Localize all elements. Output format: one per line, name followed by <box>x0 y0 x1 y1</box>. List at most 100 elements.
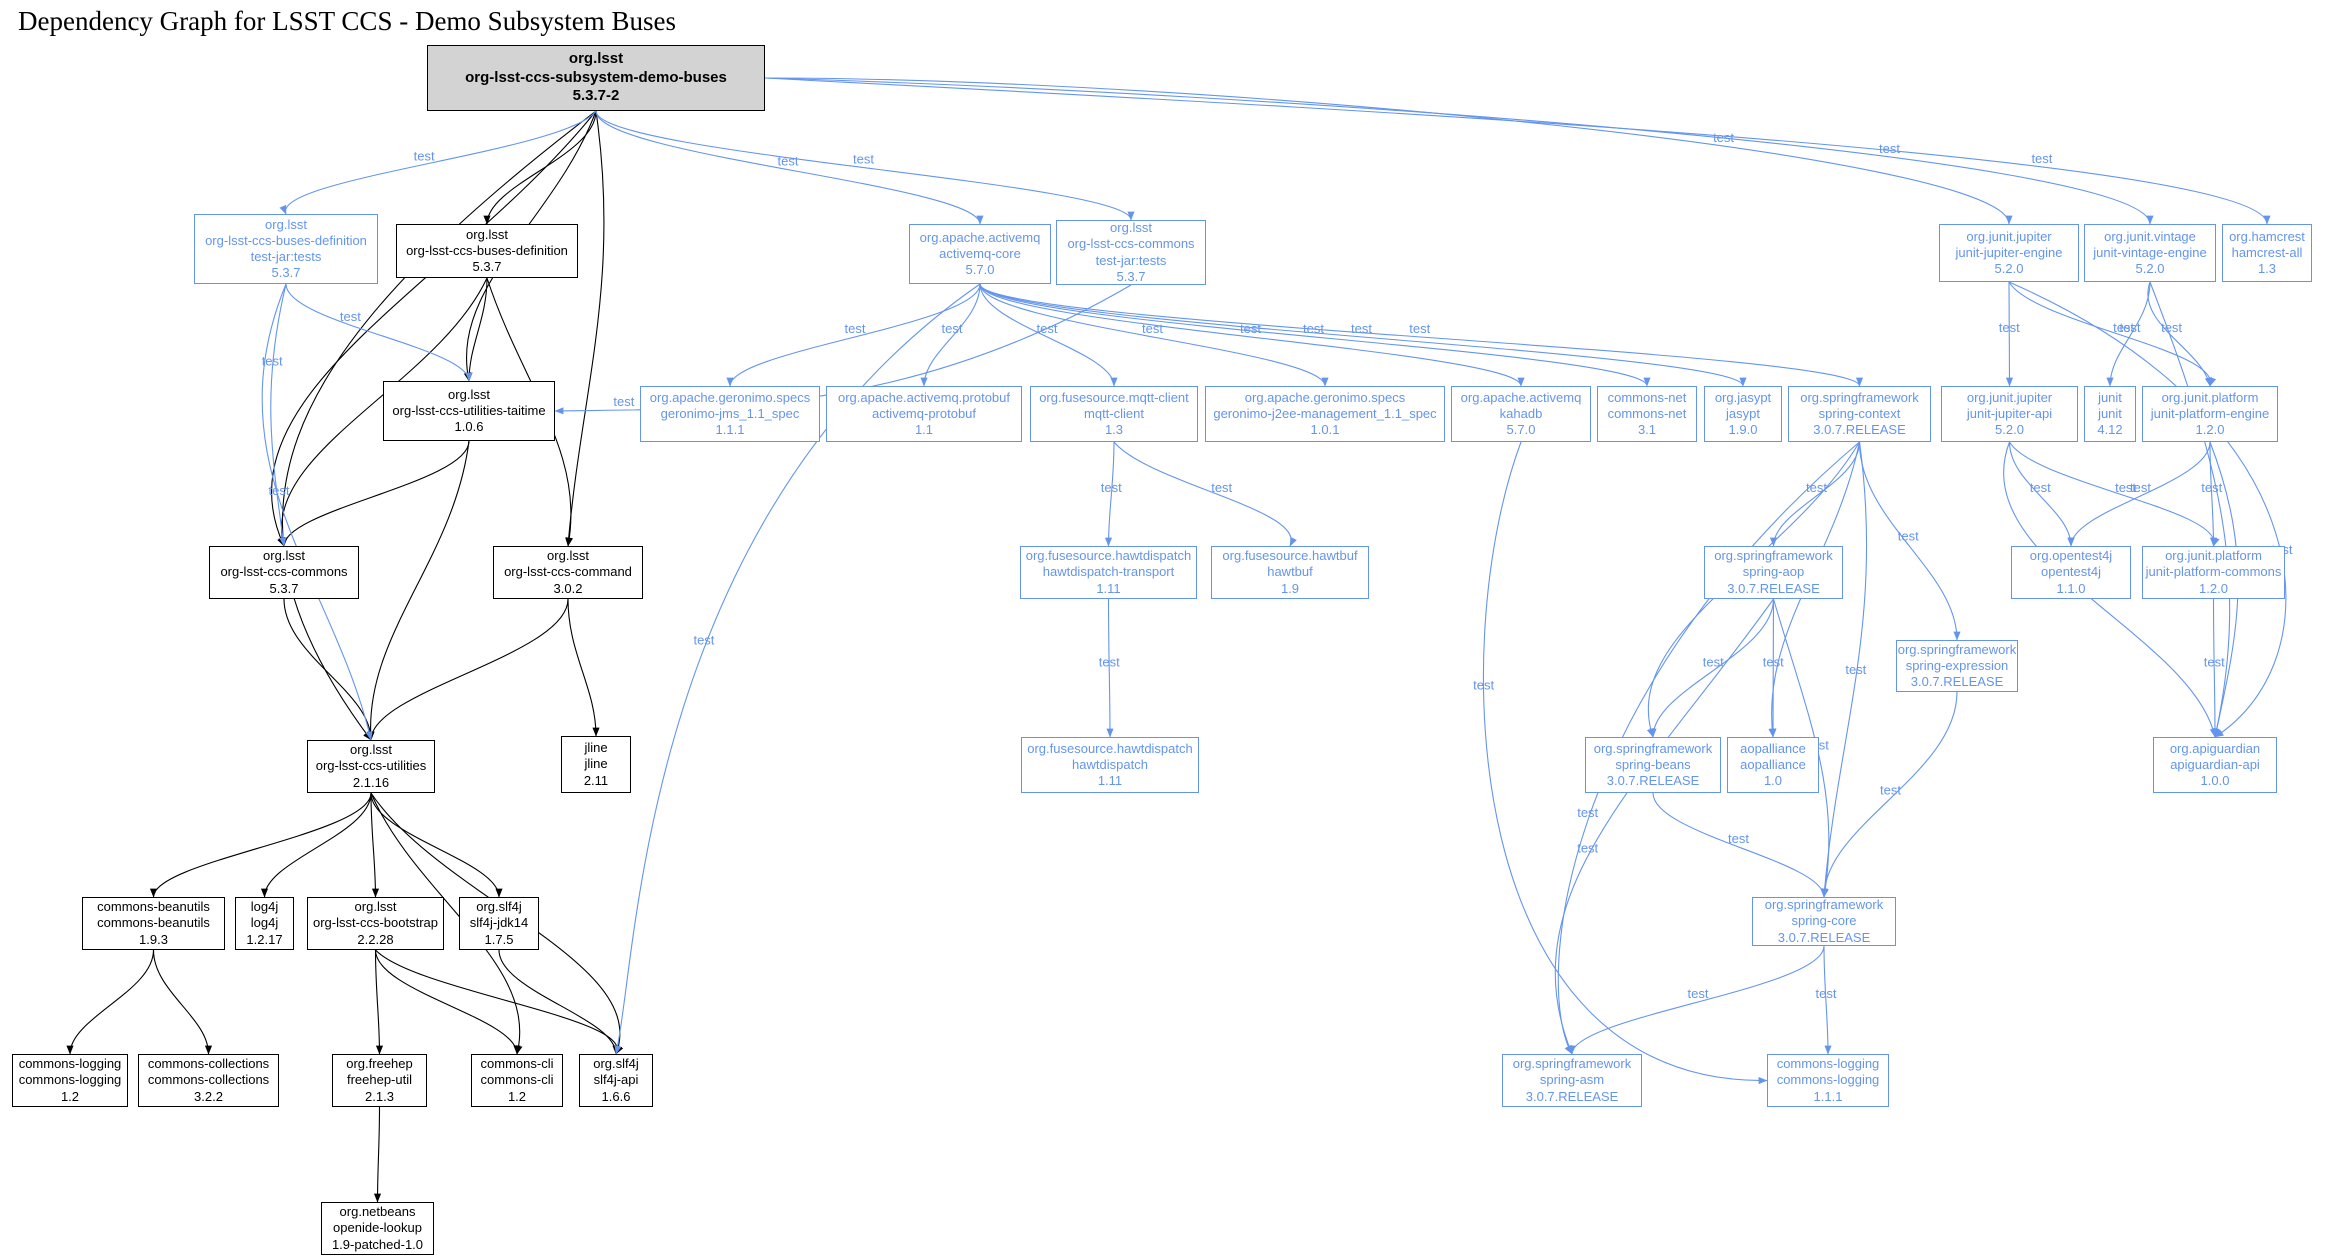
edge-activemq-core-to-spring-context <box>979 283 1863 387</box>
edge-activemq-core-to-commons-net <box>979 283 1651 387</box>
edge-vintage-engine-to-platform-engine <box>2147 281 2212 387</box>
edge-activemq-core-to-activemq-protobuf <box>920 283 981 387</box>
edge-spring-beans-to-spring-core <box>1652 792 1828 898</box>
edge-taitime-to-ccs-commons <box>280 440 470 547</box>
edge-label-test: test <box>1816 986 1837 1001</box>
edge-activemq-core-to-kahadb <box>979 283 1525 387</box>
edge-spring-core-to-commons-logging-111 <box>1823 945 1832 1055</box>
edge-label-test: test <box>1577 840 1598 855</box>
edge-buses-def-tests-to-ccs-utilities <box>261 283 373 741</box>
edge-root-to-activemq-core <box>595 110 984 225</box>
edge-ccs-bootstrap-to-slf4j-api <box>375 949 624 1055</box>
edge-ccs-command-to-jline <box>567 598 600 737</box>
edge-label-test: test <box>1879 141 1900 156</box>
edge-label-test: test <box>2204 655 2225 670</box>
edge-spring-core-to-spring-asm <box>1568 945 1825 1055</box>
edge-label-test: test <box>2113 320 2134 335</box>
edge-kahadb-to-commons-logging-111 <box>1482 441 1768 1085</box>
edge-label-test: test <box>1688 986 1709 1001</box>
edge-buses-def-tests-to-ccs-commons <box>270 283 287 547</box>
edge-label-test: test <box>845 321 866 336</box>
edge-jupiter-engine-to-apiguardian <box>2008 281 2287 738</box>
edge-label-test: test <box>2130 480 2151 495</box>
edge-jupiter-engine-to-platform-engine <box>2008 281 2217 387</box>
edge-label-test: test <box>613 394 634 409</box>
edge-root-to-buses-def <box>483 110 597 225</box>
edge-taitime-to-ccs-utilities <box>366 440 470 741</box>
edge-label-test: test <box>2161 320 2182 335</box>
edge-commons-beanutils-to-commons-logging-12 <box>66 949 155 1055</box>
edge-label-test: test <box>1577 805 1598 820</box>
edge-platform-commons-to-apiguardian <box>2211 598 2219 738</box>
edge-label-test: test <box>1409 321 1430 336</box>
edge-label-test: test <box>2201 480 2222 495</box>
edge-label-test: test <box>1037 321 1058 336</box>
edge-vintage-engine-to-apiguardian <box>2149 281 2231 738</box>
edge-ccs-commons-to-ccs-utilities <box>283 598 375 741</box>
edge-root-to-ccs-utilities <box>281 110 597 741</box>
edge-vintage-engine-to-junit <box>2106 281 2151 387</box>
edge-label-test: test <box>2031 151 2052 166</box>
edge-mqtt-client-to-hawtdispatch-transport <box>1104 441 1115 547</box>
edge-activemq-core-to-mqtt-client <box>979 283 1118 387</box>
edge-ccs-utilities-to-log4j <box>260 792 372 898</box>
edge-ccs-command-to-ccs-utilities <box>367 598 569 741</box>
edge-mqtt-client-to-hawtbuf <box>1113 441 1297 547</box>
edge-label-test: test <box>1999 320 2020 335</box>
edge-label-test: test <box>1473 678 1494 693</box>
edge-ccs-utilities-to-ccs-bootstrap <box>370 792 380 898</box>
edge-spring-context-to-spring-core <box>1821 441 1868 898</box>
edge-spring-aop-to-spring-beans <box>1649 598 1775 738</box>
edge-spring-expression-to-spring-core <box>1820 691 1958 898</box>
edge-label-test: test <box>1211 480 1232 495</box>
edge-label-test: test <box>1101 480 1122 495</box>
edge-label-test: test <box>269 483 290 498</box>
edge-jupiter-api-to-opentest4j <box>2008 441 2075 547</box>
edge-buses-def-to-taitime <box>465 277 488 382</box>
edge-label-test: test <box>262 353 283 368</box>
edge-freehep-util-to-openide-lookup <box>373 1106 382 1203</box>
edge-commons-beanutils-to-commons-collections <box>152 949 213 1055</box>
edge-root-to-commons-tests <box>595 110 1135 221</box>
edge-root-to-ccs-commons <box>271 110 597 547</box>
edge-label-test: test <box>1898 529 1919 544</box>
edge-buses-def-tests-to-taitime <box>285 283 473 382</box>
edge-spring-context-to-spring-expression <box>1858 441 1961 641</box>
edge-spring-aop-to-aopalliance <box>1769 598 1777 738</box>
edge-label-test: test <box>853 152 874 167</box>
edge-platform-engine-to-opentest4j <box>2067 441 2211 547</box>
